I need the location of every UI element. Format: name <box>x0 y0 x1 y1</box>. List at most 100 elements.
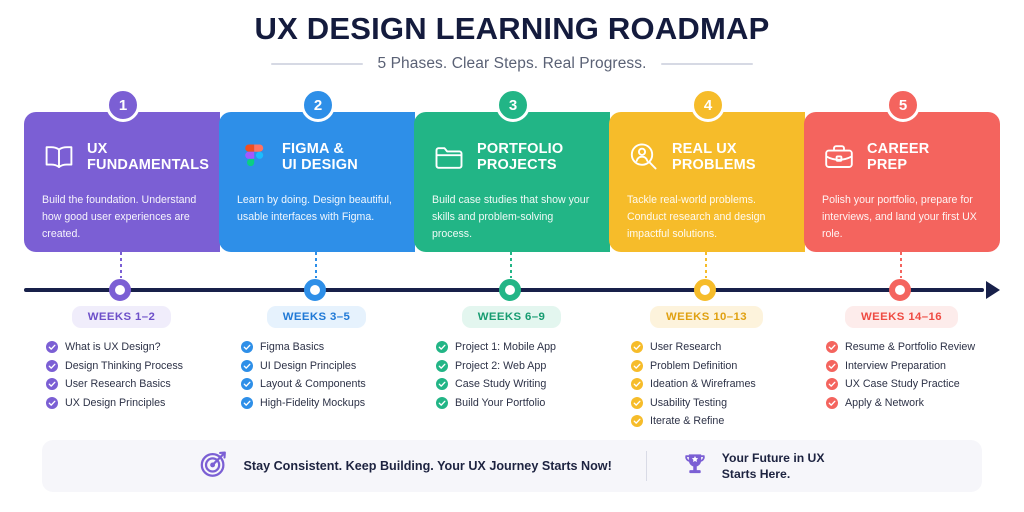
card-connector-line <box>315 252 317 278</box>
checklist-item-label: Layout & Components <box>260 378 366 391</box>
checklist-item-label: Usability Testing <box>650 396 728 409</box>
timeline-arrow-icon <box>986 281 1000 299</box>
timeline-dot-1[interactable] <box>109 279 131 301</box>
phase-card-2[interactable]: 2 FIGMA & UI DESIGN Learn by doing. Desi… <box>219 88 434 278</box>
card-connector-line <box>705 252 707 278</box>
phase-number-badge: 5 <box>886 88 920 122</box>
checklist-item[interactable]: Usability Testing <box>631 394 756 413</box>
trophy-icon <box>681 450 709 483</box>
checklist-item[interactable]: Layout & Components <box>241 375 366 394</box>
checklist-item-label: Build Your Portfolio <box>455 396 546 409</box>
header: UX DESIGN LEARNING ROADMAP 5 Phases. Cle… <box>0 0 1024 73</box>
phase-number: 1 <box>118 96 128 114</box>
checklist-item[interactable]: Ideation & Wireframes <box>631 375 756 394</box>
checklist-item[interactable]: Interview Preparation <box>826 357 975 376</box>
card-title-line1: UX <box>87 140 108 157</box>
timeline-dot-2[interactable] <box>304 279 326 301</box>
phase-number-badge: 3 <box>496 88 530 122</box>
checklist-item-label: User Research <box>650 341 722 354</box>
checklist-item[interactable]: Case Study Writing <box>436 375 556 394</box>
checklist-item-label: UX Design Principles <box>65 396 166 409</box>
week-column-2: WEEKS 3–5 Figma Basics UI Design Princip… <box>219 306 414 426</box>
week-badge-label: WEEKS 1–2 <box>87 311 156 323</box>
card-header: REAL UX PROBLEMS <box>627 134 789 180</box>
checklist-item[interactable]: High-Fidelity Mockups <box>241 394 366 413</box>
card-title-line2: UI DESIGN <box>282 157 358 173</box>
week-column-5: WEEKS 14–16 Resume & Portfolio Review In… <box>804 306 999 426</box>
checklist: What is UX Design? Design Thinking Proce… <box>24 338 183 412</box>
timeline-dot-4[interactable] <box>694 279 716 301</box>
phase-card-4[interactable]: 4 REAL UX PROBLEMS Tackle real-world pro… <box>609 88 824 278</box>
checklist-item[interactable]: Iterate & Refine <box>631 412 756 431</box>
timeline-dot-3[interactable] <box>499 279 521 301</box>
checklist-item[interactable]: UI Design Principles <box>241 357 366 376</box>
checklist-item[interactable]: User Research <box>631 338 756 357</box>
checklist-item[interactable]: Project 2: Web App <box>436 357 556 376</box>
card-title-line2: PROBLEMS <box>672 157 756 173</box>
timeline <box>24 279 1000 301</box>
check-circle-icon <box>631 415 643 428</box>
check-circle-icon <box>826 359 838 372</box>
checklist-item[interactable]: UX Design Principles <box>46 394 183 413</box>
checklist-item[interactable]: Problem Definition <box>631 357 756 376</box>
week-columns: WEEKS 1–2 What is UX Design? Design Thin… <box>24 306 1000 428</box>
card-title: UX FUNDAMENTALS <box>87 141 209 173</box>
card-header: CAREER PREP <box>822 134 984 180</box>
check-circle-icon <box>826 341 838 354</box>
checklist-item-label: UX Case Study Practice <box>845 378 960 391</box>
checklist-item-label: Case Study Writing <box>455 378 547 391</box>
card-title: CAREER PREP <box>867 141 929 173</box>
check-circle-icon <box>631 359 643 372</box>
checklist-item[interactable]: User Research Basics <box>46 375 183 394</box>
check-circle-icon <box>631 341 643 354</box>
week-badge: WEEKS 3–5 <box>266 306 367 328</box>
checklist-item[interactable]: Resume & Portfolio Review <box>826 338 975 357</box>
divider-left <box>271 63 364 66</box>
checklist-item-label: Interview Preparation <box>845 359 946 372</box>
check-circle-icon <box>631 396 643 409</box>
phase-number-badge: 2 <box>301 88 335 122</box>
phase-number: 4 <box>703 96 713 114</box>
card-header: FIGMA & UI DESIGN <box>237 134 399 180</box>
check-circle-icon <box>241 378 253 391</box>
week-badge: WEEKS 1–2 <box>71 306 172 328</box>
open-book-icon <box>42 140 76 174</box>
check-circle-icon <box>46 378 58 391</box>
check-circle-icon <box>826 396 838 409</box>
checklist-item[interactable]: Figma Basics <box>241 338 366 357</box>
phase-number-badge: 1 <box>106 88 140 122</box>
checklist-item-label: Project 2: Web App <box>455 359 547 372</box>
check-circle-icon <box>826 378 838 391</box>
checklist-item-label: UI Design Principles <box>260 359 357 372</box>
footer-left-text: Stay Consistent. Keep Building. Your UX … <box>243 459 612 473</box>
checklist-item-label: Apply & Network <box>845 396 924 409</box>
checklist: Figma Basics UI Design Principles Layout… <box>219 338 366 412</box>
card-description: Polish your portfolio, prepare for inter… <box>822 194 977 241</box>
week-badge-label: WEEKS 3–5 <box>282 311 351 323</box>
checklist-item[interactable]: UX Case Study Practice <box>826 375 975 394</box>
checklist-item[interactable]: Build Your Portfolio <box>436 394 556 413</box>
check-circle-icon <box>241 396 253 409</box>
timeline-dot-5[interactable] <box>889 279 911 301</box>
footer-right-line2: Starts Here. <box>721 467 791 481</box>
check-circle-icon <box>436 378 448 391</box>
checklist-item-label: Resume & Portfolio Review <box>845 341 976 354</box>
phase-card-5[interactable]: 5 CAREER PREP Polish your portfolio, pre… <box>804 88 1000 278</box>
subtitle-row: 5 Phases. Clear Steps. Real Progress. <box>0 55 1024 73</box>
phase-cards: 1 UX FUNDAMENTALS Build the foundation. … <box>24 88 1000 278</box>
check-circle-icon <box>436 341 448 354</box>
phase-card-3[interactable]: 3 PORTFOLIO PROJECTS Build case studies … <box>414 88 629 278</box>
card-description: Tackle real-world problems. Conduct rese… <box>627 194 766 241</box>
check-circle-icon <box>241 341 253 354</box>
card-connector-line <box>510 252 512 278</box>
card-description: Build the foundation. Understand how goo… <box>42 194 197 241</box>
phase-card-1[interactable]: 1 UX FUNDAMENTALS Build the foundation. … <box>24 88 239 278</box>
check-circle-icon <box>241 359 253 372</box>
checklist-item[interactable]: Project 1: Mobile App <box>436 338 556 357</box>
checklist-item[interactable]: Apply & Network <box>826 394 975 413</box>
card-title-line1: PORTFOLIO <box>477 140 564 157</box>
card-header: UX FUNDAMENTALS <box>42 134 209 180</box>
checklist-item[interactable]: What is UX Design? <box>46 338 183 357</box>
briefcase-icon <box>822 140 856 174</box>
checklist-item[interactable]: Design Thinking Process <box>46 357 183 376</box>
